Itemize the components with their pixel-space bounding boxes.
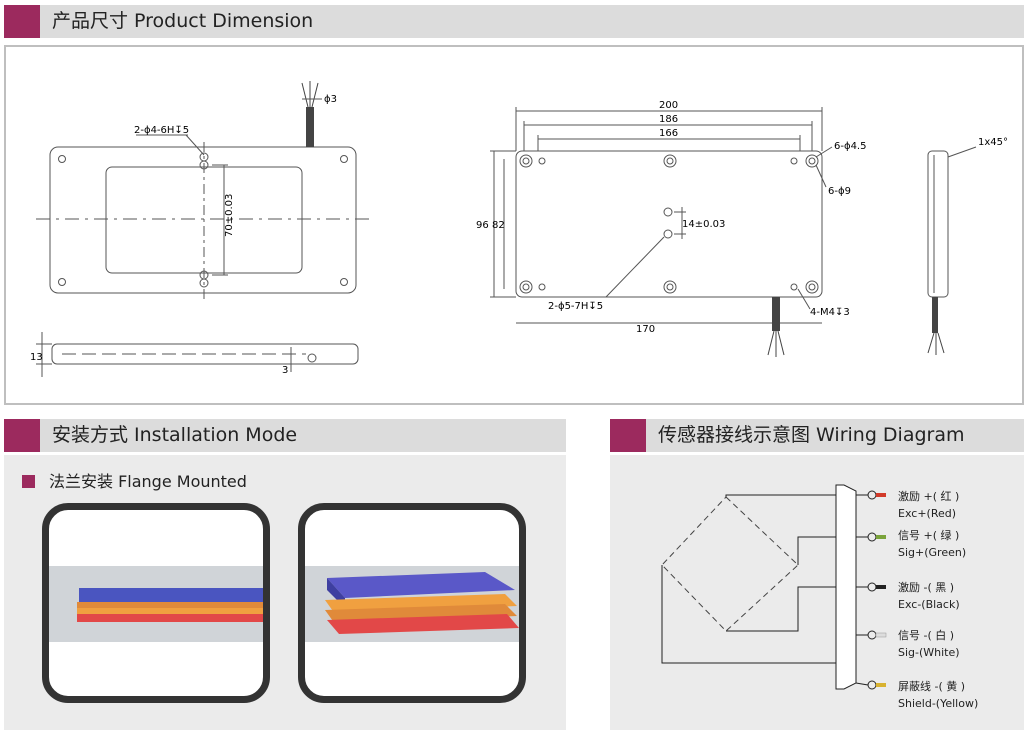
side-offset-label: 3 (282, 365, 288, 376)
wire-label-cn: 信号 -( 白 ) (898, 629, 955, 642)
accent-mark (610, 419, 646, 452)
wiring-title: 传感器接线示意图 Wiring Diagram (658, 424, 965, 446)
installation-title: 安装方式 Installation Mode (52, 424, 298, 446)
wire-label-en: Sig+(Green) (898, 546, 967, 559)
wire-label-1: 激励 +( 红 ) Exc+(Red) (898, 488, 959, 522)
front-view-render (77, 588, 263, 622)
end-view (927, 146, 977, 298)
bridge-outline (661, 496, 799, 632)
wire-terminals (867, 490, 887, 690)
wire-label-5: 屏蔽线 -( 黄 ) Shield-(Yellow) (898, 678, 978, 712)
wire-label-cn: 信号 +( 绿 ) (898, 529, 960, 542)
end-chamfer-label: 1x45° (978, 137, 1008, 148)
dim-200: 200 (659, 100, 678, 111)
end-cable-wires (927, 332, 945, 355)
wire-label-2: 信号 +( 绿 ) Sig+(Green) (898, 527, 966, 561)
dim-166: 166 (659, 128, 678, 139)
wire-label-3: 激励 -( 黑 ) Exc-(Black) (898, 579, 960, 613)
install-image-front (42, 503, 270, 703)
wire-label-cn: 激励 +( 红 ) (898, 490, 960, 503)
wire-label-en: Exc+(Red) (898, 507, 957, 520)
dim-thread-holes: 4-M4↧3 (810, 307, 850, 318)
dim-holes-6-9: 6-ϕ9 (828, 186, 851, 197)
perspective-view-render (325, 572, 519, 634)
install-image-perspective (298, 503, 526, 703)
wire-label-cn: 屏蔽线 -( 黄 ) (898, 680, 966, 693)
dimension-drawing: ϕ3 2-ϕ4-6H↧5 70±0.03 13 3 (30, 81, 1008, 377)
wire-label-en: Sig-(White) (898, 646, 960, 659)
dim-pin-holes: 2-ϕ5-7H↧5 (548, 301, 603, 312)
dim-170: 170 (636, 324, 655, 335)
dim-186: 186 (659, 114, 678, 125)
wire-label-cn: 激励 -( 黑 ) (898, 581, 955, 594)
top-cable (306, 107, 314, 147)
wire-label-4: 信号 -( 白 ) Sig-(White) (898, 627, 960, 661)
wire-label-en: Shield-(Yellow) (898, 697, 979, 710)
top-height-label: 70±0.03 (224, 194, 235, 237)
dimension-drawing-panel: ϕ3 2-ϕ4-6H↧5 70±0.03 13 3 (4, 45, 1024, 405)
installation-subtitle-text: 法兰安装 Flange Mounted (49, 472, 247, 491)
bottom-cable-wires (767, 330, 785, 357)
wiring-panel: 激励 +( 红 ) Exc+(Red) 信号 +( 绿 ) Sig+(Green… (610, 455, 1024, 730)
top-holes-label: 2-ϕ4-6H↧5 (134, 125, 189, 136)
bullet-square (22, 475, 35, 488)
dim-holes-6-45: 6-ϕ4.5 (834, 141, 866, 152)
dim-pin-spacing: 14±0.03 (682, 219, 725, 230)
wire-label-en: Exc-(Black) (898, 598, 960, 611)
top-cable-label: ϕ3 (324, 94, 337, 105)
dimension-title: 产品尺寸 Product Dimension (52, 10, 314, 32)
dim-82: 82 (492, 220, 505, 231)
bottom-view (490, 107, 833, 324)
side-view (36, 332, 359, 377)
dim-96: 96 (476, 220, 489, 231)
accent-mark (4, 419, 40, 452)
wiring-diagram (661, 484, 887, 690)
side-thickness-label: 13 (30, 352, 43, 363)
accent-mark (4, 5, 40, 38)
top-cable-wires (301, 81, 319, 108)
installation-header: 安装方式 Installation Mode (4, 419, 566, 452)
wiring-header: 传感器接线示意图 Wiring Diagram (610, 419, 1024, 452)
installation-subtitle: 法兰安装 Flange Mounted (22, 468, 247, 492)
end-cable (932, 297, 938, 333)
top-view (36, 134, 371, 299)
dimension-header: 产品尺寸 Product Dimension (4, 5, 1024, 38)
bottom-cable (772, 297, 780, 331)
